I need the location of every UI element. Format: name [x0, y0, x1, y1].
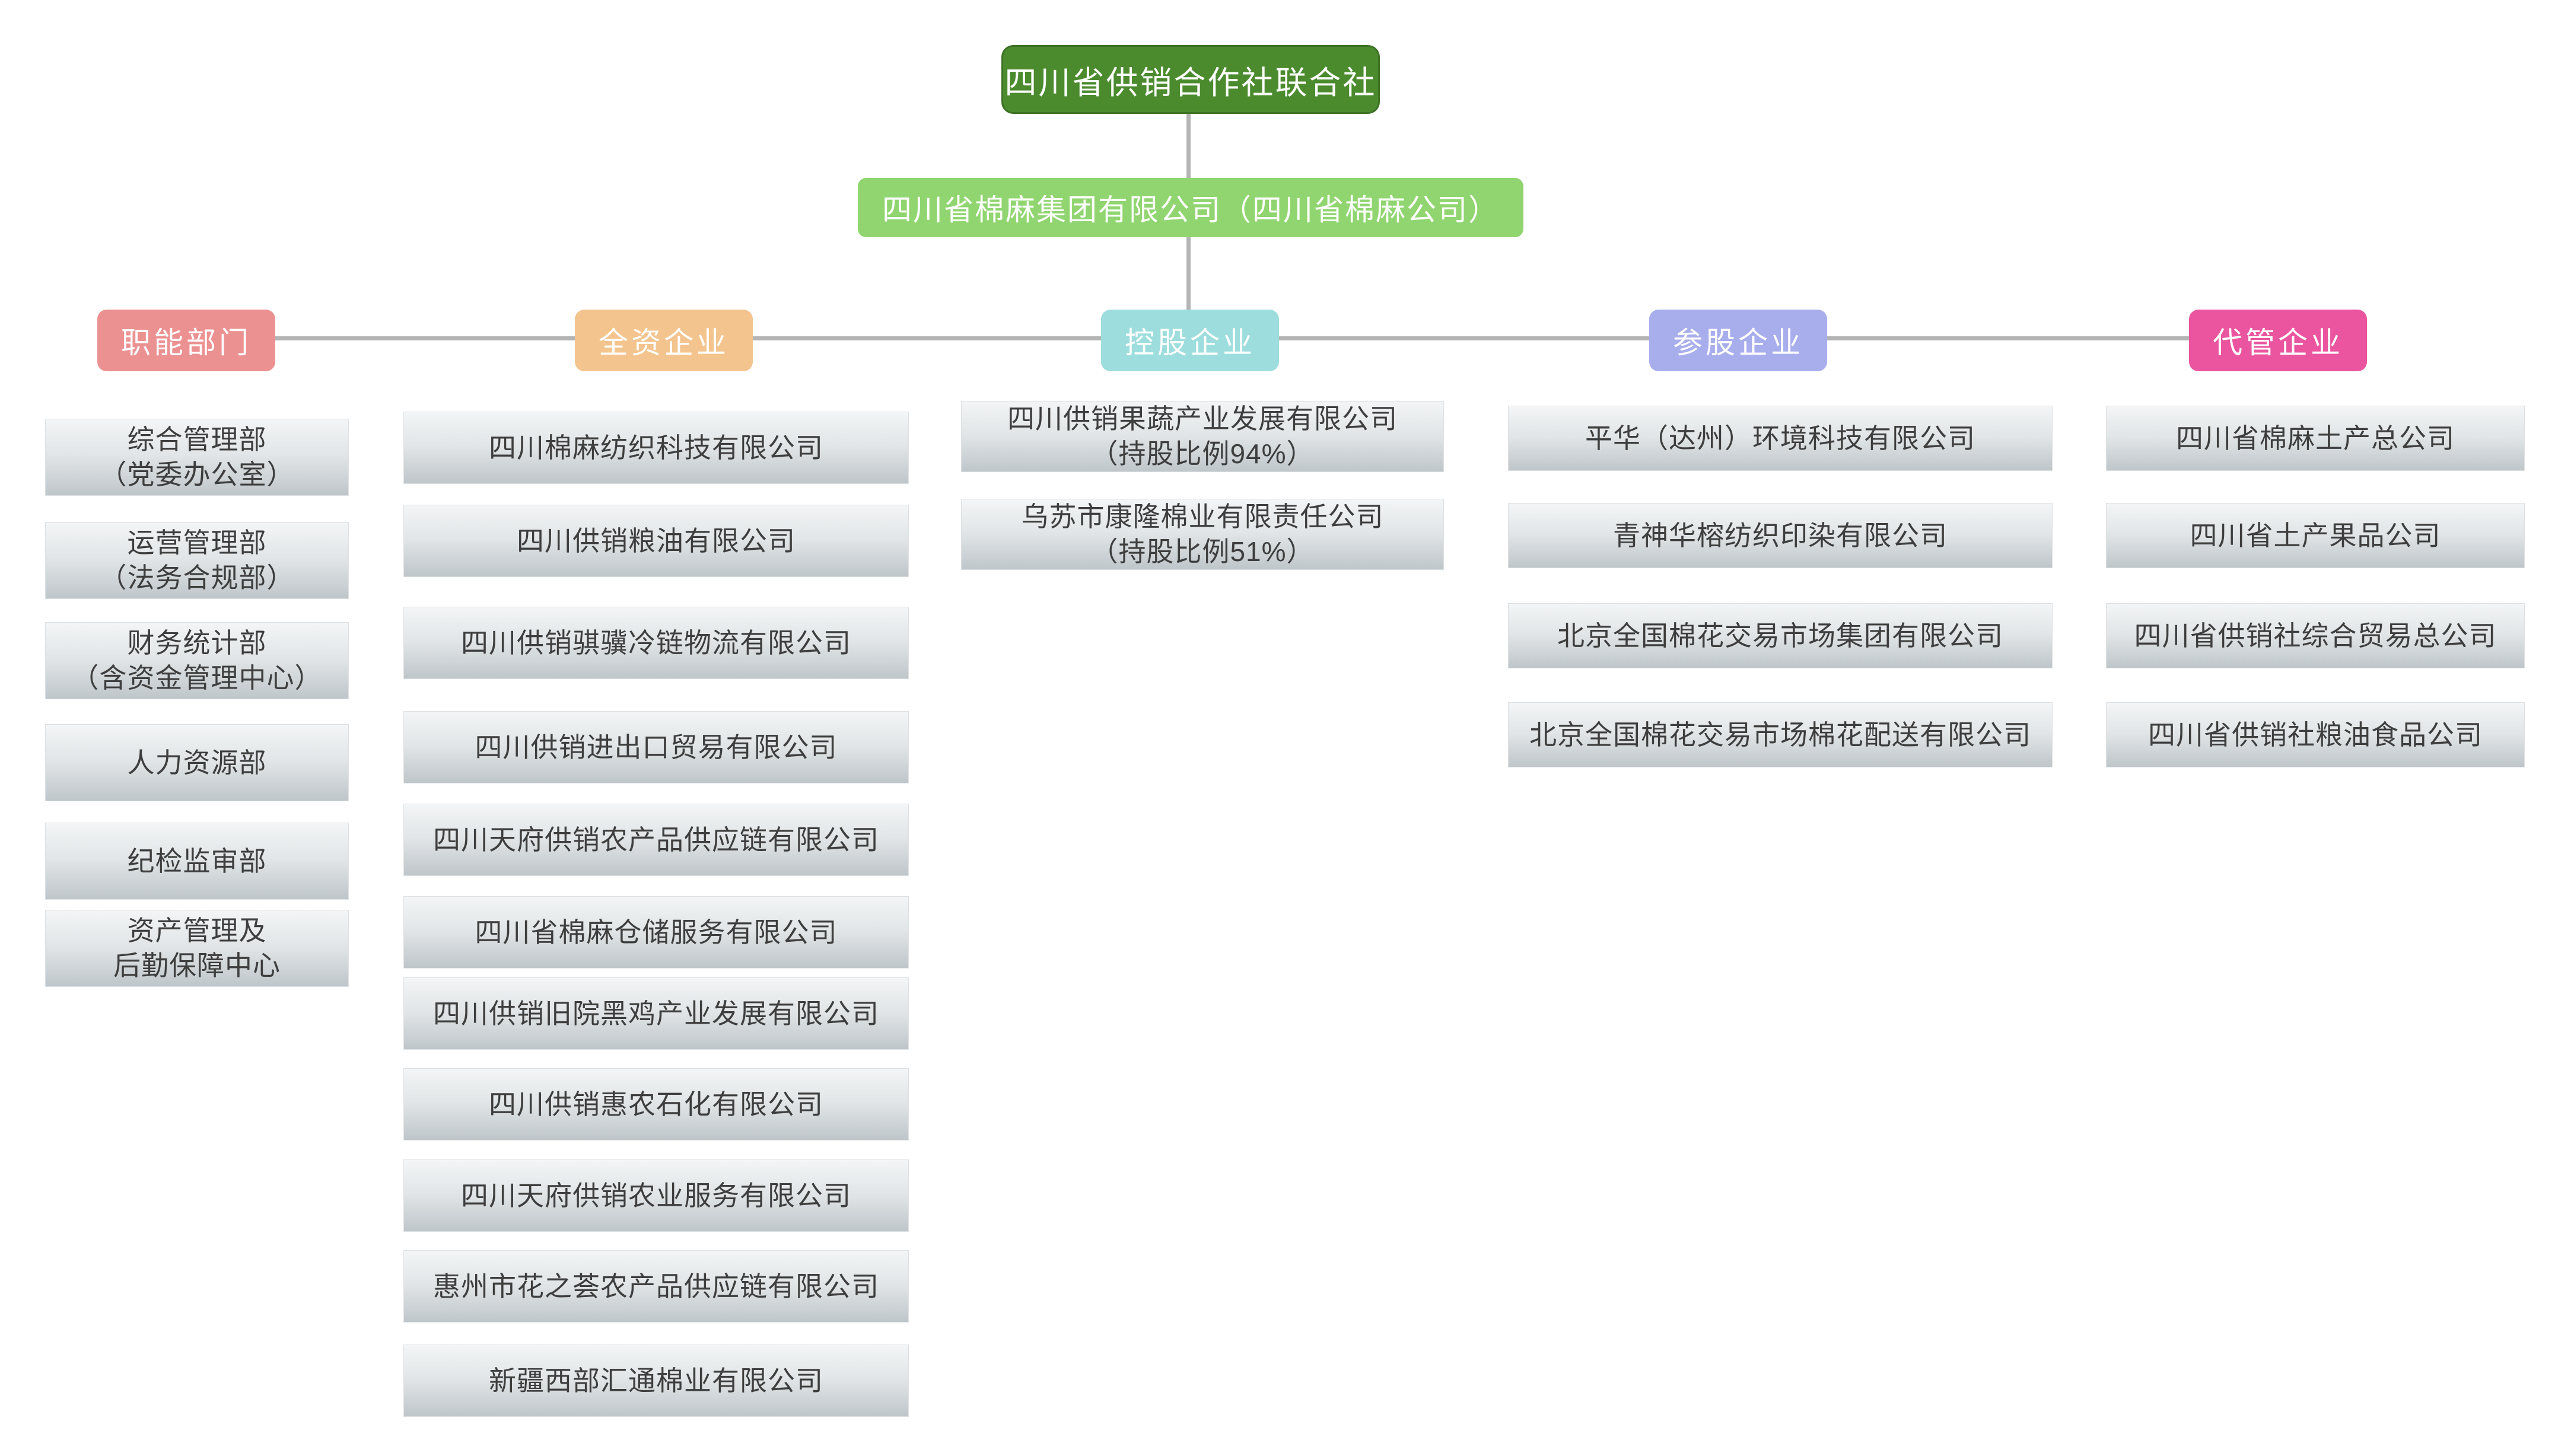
group-company-node: 四川省棉麻集团有限公司（四川省棉麻公司）: [858, 178, 1523, 237]
functional-dept-node: 运营管理部 （法务合规部）: [45, 522, 349, 599]
functional-dept-node: 纪检监审部: [45, 823, 349, 900]
wholly-owned-node: 惠州市花之荟农产品供应链有限公司: [403, 1250, 909, 1323]
wholly-owned-node: 四川供销进出口贸易有限公司: [403, 711, 909, 783]
wholly-owned-node: 四川天府供销农产品供应链有限公司: [403, 804, 909, 876]
connector-root-to-group: [1186, 114, 1191, 178]
equity-node: 平华（达州）环境科技有限公司: [1508, 406, 2053, 471]
functional-dept-node: 人力资源部: [45, 724, 349, 801]
wholly-owned-node: 四川供销惠农石化有限公司: [403, 1068, 909, 1140]
category-header-wholly-owned: 全资企业: [575, 310, 753, 371]
managed-node: 四川省棉麻土产总公司: [2106, 406, 2525, 471]
category-header-holding: 控股企业: [1101, 310, 1279, 371]
root-node: 四川省供销合作社联合社: [1001, 45, 1380, 114]
managed-node: 四川省土产果品公司: [2106, 503, 2525, 568]
wholly-owned-node: 四川供销骐骥冷链物流有限公司: [403, 607, 909, 679]
equity-node: 青神华榕纺织印染有限公司: [1508, 503, 2053, 568]
functional-dept-node: 资产管理及 后勤保障中心: [45, 910, 349, 987]
holding-node: 乌苏市康隆棉业有限责任公司 （持股比例51%）: [961, 499, 1444, 570]
functional-dept-node: 综合管理部 （党委办公室）: [45, 419, 349, 496]
equity-node: 北京全国棉花交易市场棉花配送有限公司: [1508, 702, 2053, 767]
managed-node: 四川省供销社综合贸易总公司: [2106, 603, 2525, 668]
functional-dept-node: 财务统计部 （含资金管理中心）: [45, 622, 349, 699]
wholly-owned-node: 四川棉麻纺织科技有限公司: [403, 412, 909, 484]
wholly-owned-node: 四川省棉麻仓储服务有限公司: [403, 896, 909, 968]
wholly-owned-node: 四川天府供销农业服务有限公司: [403, 1159, 909, 1232]
wholly-owned-node: 四川供销旧院黑鸡产业发展有限公司: [403, 977, 909, 1050]
equity-node: 北京全国棉花交易市场集团有限公司: [1508, 603, 2053, 668]
wholly-owned-node: 四川供销粮油有限公司: [403, 505, 909, 577]
category-header-managed: 代管企业: [2189, 310, 2367, 371]
managed-node: 四川省供销社粮油食品公司: [2106, 702, 2525, 767]
category-header-equity-participation: 参股企业: [1649, 310, 1827, 371]
holding-node: 四川供销果蔬产业发展有限公司 （持股比例94%）: [961, 401, 1444, 472]
category-header-functional-depts: 职能部门: [97, 310, 275, 371]
wholly-owned-node: 新疆西部汇通棉业有限公司: [403, 1345, 909, 1417]
connector-group-to-rail: [1186, 237, 1191, 310]
